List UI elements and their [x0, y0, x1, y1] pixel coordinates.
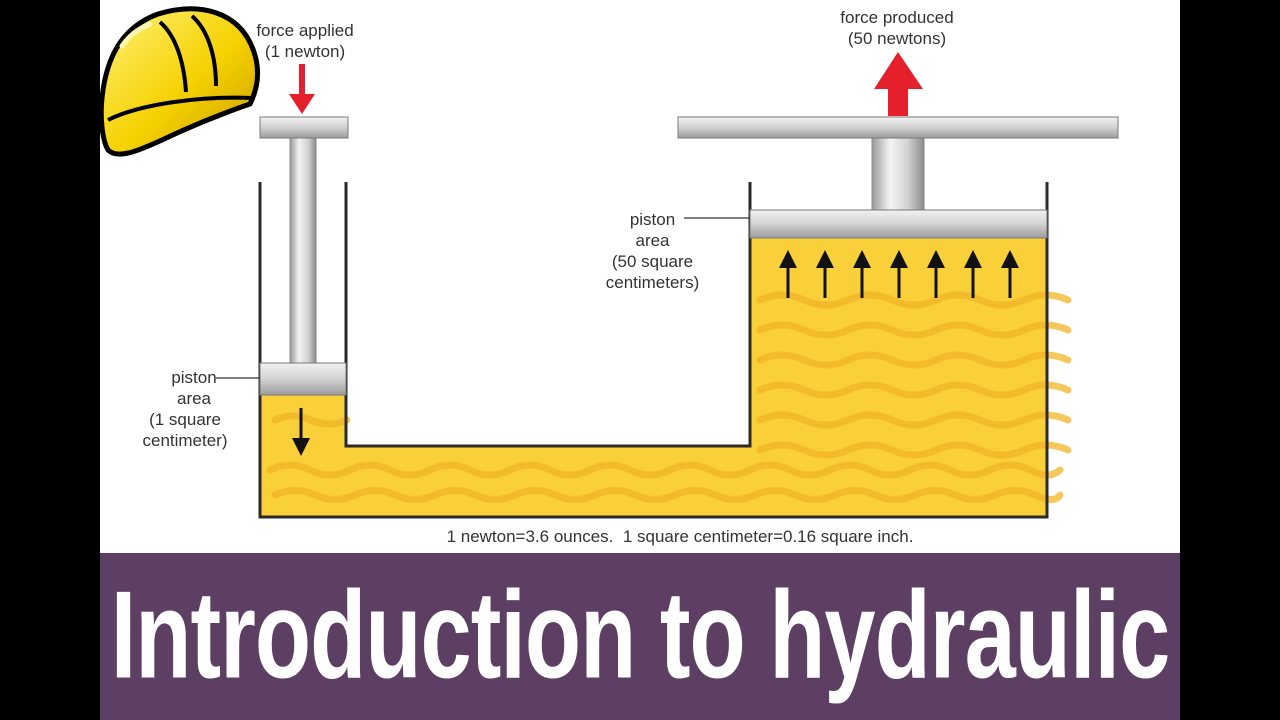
hard-hat-icon: [100, 6, 260, 157]
small-piston-area-line3: (1 square: [149, 410, 221, 429]
large-piston-area-label: piston area (50 square centimeters): [585, 209, 720, 293]
conversion-note: 1 newton=3.6 ounces. 1 square centimeter…: [446, 527, 914, 546]
large-piston-rod: [871, 137, 925, 211]
small-piston-area-line2: area: [176, 389, 212, 408]
container-walls: [258, 182, 1049, 519]
force-produced-line2: (50 newtons): [847, 29, 947, 48]
thumbnail-frame: force applied (1 newton) force produced …: [100, 0, 1180, 720]
small-piston-head: [259, 362, 347, 396]
force-applied-arrow: [289, 64, 315, 114]
small-piston-cap: [259, 116, 349, 139]
force-applied-label: force applied (1 newton): [230, 20, 380, 62]
large-piston-head: [749, 209, 1048, 239]
downward-pressure-arrow: [292, 408, 310, 456]
small-piston-area-line1: piston: [171, 368, 217, 387]
force-applied-line1: force applied: [256, 21, 354, 40]
small-piston-rod: [289, 137, 317, 365]
large-piston-area-line2: area: [635, 231, 670, 250]
large-piston-area-line4: centimeters): [605, 273, 700, 292]
force-produced-arrow: [874, 52, 923, 116]
title-banner: Introduction to hydraulic: [100, 553, 1180, 720]
small-piston-area-label: piston area (1 square centimeter): [120, 367, 250, 451]
hydraulic-press-diagram: [100, 6, 1119, 519]
small-piston-area-line4: centimeter): [142, 431, 228, 450]
large-piston-plate: [677, 116, 1119, 139]
large-piston-area-line3: (50 square: [611, 252, 694, 271]
force-produced-line1: force produced: [840, 8, 954, 27]
pressure-arrows: [779, 250, 1019, 298]
force-produced-label: force produced (50 newtons): [812, 7, 982, 49]
large-piston-area-line1: piston: [629, 210, 676, 229]
fluid-waves: [266, 291, 1072, 503]
banner-title: Introduction to hydraulic: [110, 566, 1171, 705]
force-applied-line2: (1 newton): [264, 42, 346, 61]
